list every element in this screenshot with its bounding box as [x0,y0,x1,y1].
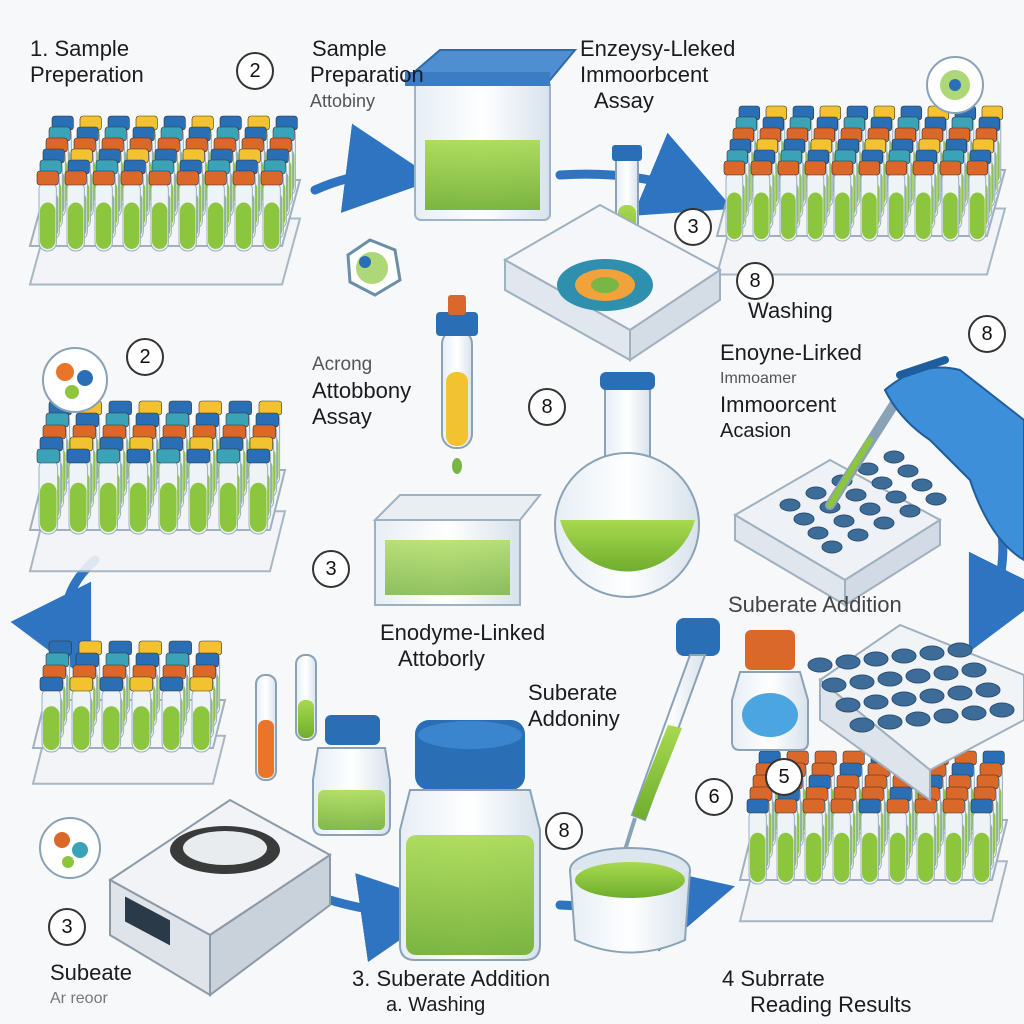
well [847,528,869,542]
well [947,685,973,701]
well [863,651,889,667]
well [883,450,905,464]
step-number: 8 [545,812,583,850]
well [919,645,945,661]
rack-icon [715,105,1007,276]
well [947,642,973,658]
well [911,478,933,492]
well [871,476,893,490]
well [793,512,815,526]
rack-icon [28,400,287,573]
well [905,668,931,684]
step-number: 2 [126,338,164,376]
step-number: 5 [765,758,803,796]
well [863,694,889,710]
step-number: 2 [236,52,274,90]
well [891,691,917,707]
well [885,490,907,504]
step-number: 3 [48,908,86,946]
well [807,526,829,540]
rack-icon [738,750,1009,923]
well [961,662,987,678]
well [877,714,903,730]
well [905,711,931,727]
well [933,708,959,724]
step-number: 8 [736,262,774,300]
step-number: 8 [528,388,566,426]
well [833,514,855,528]
tube-icon [436,295,478,474]
petri-dish-icon [569,847,691,954]
well [849,717,875,733]
well [891,648,917,664]
well [873,516,895,530]
storage-box [402,49,578,221]
pipette-icon [825,390,905,510]
well [821,540,843,554]
bottle-icon [312,715,391,836]
well [877,671,903,687]
well [849,674,875,690]
container-icon [372,494,543,606]
label-substrate-addition: Suberate Addition [728,592,902,617]
well [989,702,1015,718]
step-number: 3 [312,550,350,588]
step-number: 3 [674,208,712,246]
well [919,688,945,704]
rack-icon [31,640,227,785]
scale-icon [108,798,332,997]
flask-icon [554,372,700,598]
well [835,697,861,713]
well [933,665,959,681]
step-number: 6 [695,778,733,816]
well [807,657,833,673]
jar-icon [399,720,541,961]
glove-icon [883,356,1024,562]
well [805,486,827,500]
arrow-icon [10,555,100,683]
petri-dish-icon [346,238,402,297]
well [821,677,847,693]
well [925,492,947,506]
pipette-icon [623,618,720,851]
tube-icon [255,654,317,781]
well [897,464,919,478]
well [899,504,921,518]
well [961,705,987,721]
well [779,498,801,512]
well [835,654,861,670]
label-washing: Washing [748,298,833,323]
arrow-icon [310,123,436,213]
bottle-icon [731,630,809,751]
well-plate-icon [502,203,722,362]
well [859,502,881,516]
rack-icon [28,115,302,286]
well [975,682,1001,698]
colony-icon [39,56,984,879]
step-number: 8 [968,315,1006,353]
well [845,488,867,502]
